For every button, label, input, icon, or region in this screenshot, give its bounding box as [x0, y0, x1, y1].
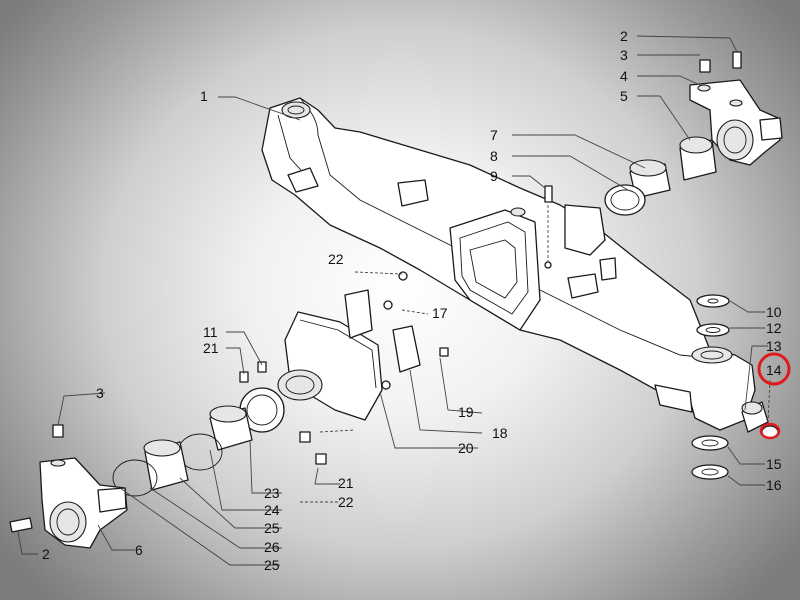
callout-25-upper: 25	[264, 520, 280, 536]
callout-18: 18	[492, 425, 508, 441]
callout-5: 5	[620, 88, 628, 104]
callout-4: 4	[620, 68, 628, 84]
callout-labels: 1 2 3 4 5 7 8 9 10 12 13 14 15 16 17 18 …	[42, 28, 782, 573]
callout-24: 24	[264, 502, 280, 518]
callout-1: 1	[200, 88, 208, 104]
right-bracket	[689, 51, 783, 166]
callout-20: 20	[458, 440, 474, 456]
callout-26: 26	[264, 539, 280, 555]
callout-22-bottom: 22	[338, 494, 354, 510]
callout-3-top: 3	[620, 47, 628, 63]
callout-25-lower: 25	[264, 557, 280, 573]
callout-2-left: 2	[42, 546, 50, 562]
callout-13: 13	[766, 338, 782, 354]
callout-21-bottom: 21	[338, 475, 354, 491]
axle-housing	[261, 97, 756, 431]
bushings-upper	[544, 136, 717, 269]
callout-17: 17	[432, 305, 448, 321]
callout-2-top: 2	[620, 28, 628, 44]
callout-9: 9	[490, 168, 498, 184]
trunnion-housing	[239, 271, 449, 465]
callout-8: 8	[490, 148, 498, 164]
callout-12: 12	[766, 320, 782, 336]
leader-lines	[17, 35, 771, 566]
callout-6: 6	[135, 542, 143, 558]
callout-21-left: 21	[203, 340, 219, 356]
callout-3-left: 3	[96, 385, 104, 401]
callout-7: 7	[490, 127, 498, 143]
callout-14: 14	[766, 362, 782, 378]
callout-15: 15	[766, 456, 782, 472]
callout-10: 10	[766, 304, 782, 320]
callout-22-top: 22	[328, 251, 344, 267]
left-bushings	[112, 387, 285, 497]
highlight-circle	[757, 352, 791, 386]
callout-11: 11	[203, 324, 218, 340]
callout-23: 23	[264, 485, 280, 501]
callout-19: 19	[458, 404, 474, 420]
highlighted-seal	[759, 422, 781, 440]
left-bracket	[9, 424, 128, 549]
callout-16: 16	[766, 477, 782, 493]
